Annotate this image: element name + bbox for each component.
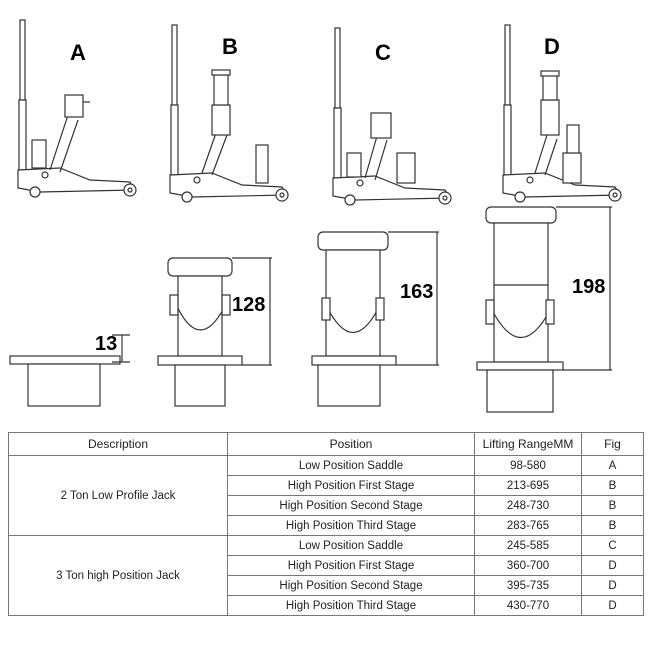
cell-fig: C — [581, 535, 644, 556]
jack-illustrations — [9, 19, 622, 413]
group-description: 2 Ton Low Profile Jack — [8, 455, 228, 536]
dimension-label-198: 198 — [572, 276, 606, 298]
table-row: High Position Third Stage 430-770 D — [9, 595, 644, 616]
jack-figure-a — [17, 19, 137, 198]
cell-position: High Position Third Stage — [227, 595, 475, 616]
cell-range: 98-580 — [474, 455, 582, 476]
jack-figure-d — [502, 24, 622, 203]
cell-fig: D — [581, 595, 644, 616]
cell-fig: D — [581, 575, 644, 596]
table-row: 2 Ton Low Profile Jack Low Position Sadd… — [8, 455, 644, 536]
table-row: High Position Second Stage 248-730 B — [9, 495, 644, 516]
cell-fig: B — [581, 495, 644, 516]
figure-label-b: B — [222, 34, 238, 59]
cell-fig: B — [581, 515, 644, 536]
header-lifting-range: Lifting RangeMM — [474, 432, 582, 456]
cell-position: Low Position Saddle — [227, 455, 475, 476]
saddle-diagram-13 — [9, 334, 130, 407]
cell-position: High Position First Stage — [227, 555, 475, 576]
saddle-diagram-198 — [476, 206, 612, 413]
table-row: 3 Ton high Position Jack Low Position Sa… — [8, 535, 644, 616]
cell-range: 430-770 — [474, 595, 582, 616]
dimension-label-13: 13 — [95, 333, 118, 355]
table-row: High Position Third Stage 283-765 B — [9, 515, 644, 536]
figure-label-d: D — [544, 34, 560, 59]
group-description: 3 Ton high Position Jack — [8, 535, 228, 616]
header-position: Position — [227, 432, 475, 456]
jack-figure-c — [332, 27, 452, 206]
cell-fig: D — [581, 555, 644, 576]
cell-range: 283-765 — [474, 515, 582, 536]
cell-range: 395-735 — [474, 575, 582, 596]
cell-position: Low Position Saddle — [227, 535, 475, 556]
lifting-range-table: Description Position Lifting RangeMM Fig… — [8, 432, 644, 616]
header-description: Description — [8, 432, 228, 456]
table-row: High Position Second Stage 395-735 D — [9, 575, 644, 596]
cell-position: High Position Third Stage — [227, 515, 475, 536]
saddle-diagram-163 — [311, 231, 439, 407]
header-fig: Fig — [581, 432, 644, 456]
cell-range: 213-695 — [474, 475, 582, 496]
dimension-label-163: 163 — [400, 281, 434, 303]
cell-position: High Position Second Stage — [227, 575, 475, 596]
figure-label-a: A — [70, 40, 86, 65]
cell-fig: B — [581, 475, 644, 496]
cell-range: 360-700 — [474, 555, 582, 576]
jack-figure-b — [169, 24, 289, 203]
figure-label-c: C — [375, 40, 391, 65]
table-header-row: Description Position Lifting RangeMM Fig — [8, 432, 644, 456]
cell-position: High Position Second Stage — [227, 495, 475, 516]
saddle-diagram-128 — [157, 257, 272, 407]
table-row: High Position First Stage 213-695 B — [9, 475, 644, 496]
cell-range: 248-730 — [474, 495, 582, 516]
cell-position: High Position First Stage — [227, 475, 475, 496]
cell-range: 245-585 — [474, 535, 582, 556]
dimension-label-128: 128 — [232, 294, 266, 316]
cell-fig: A — [581, 455, 644, 476]
